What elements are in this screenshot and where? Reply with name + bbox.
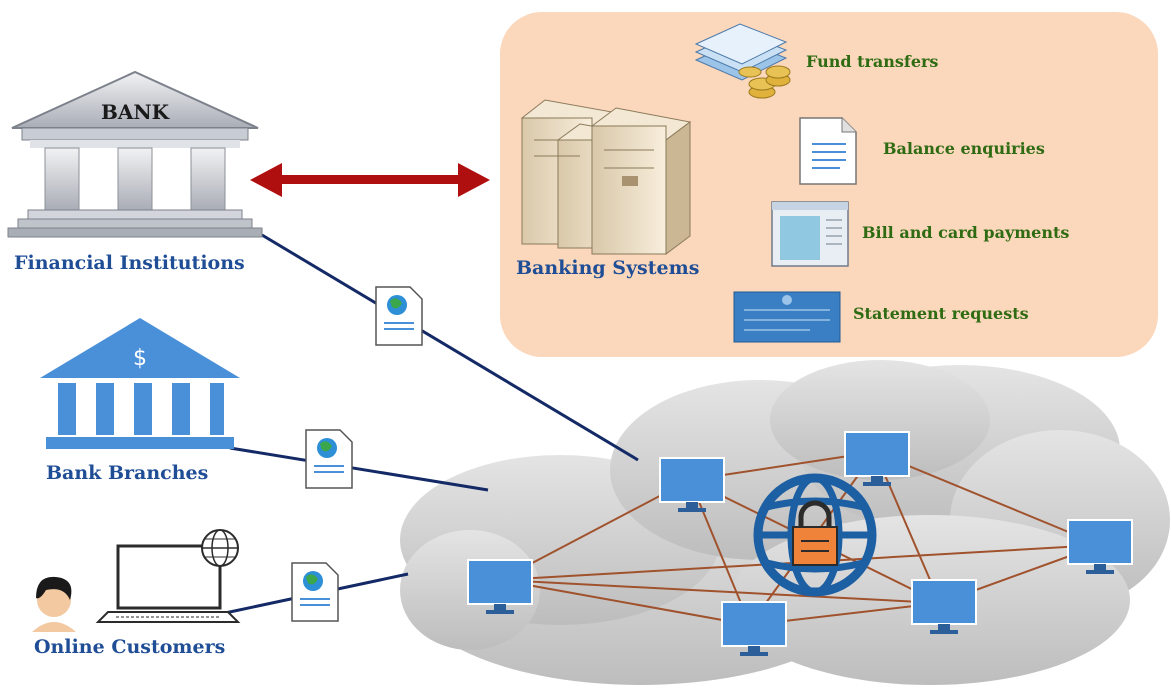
payment-window-icon bbox=[771, 201, 849, 267]
bidirectional-arrow bbox=[250, 163, 490, 197]
branches-link bbox=[229, 446, 489, 492]
banking-systems-label: Banking Systems bbox=[516, 257, 700, 279]
dollar-sign-text: $ bbox=[133, 346, 147, 371]
customer-computer-icon bbox=[32, 529, 241, 632]
monitor-icon bbox=[911, 579, 977, 634]
monitor-icon bbox=[721, 601, 787, 656]
bank-branch-icon: $ bbox=[40, 318, 240, 449]
online-customers-label: Online Customers bbox=[34, 636, 226, 658]
server-cluster-icon bbox=[520, 99, 692, 255]
secure-globe-icon bbox=[753, 473, 877, 597]
bank-sign-text: BANK bbox=[101, 100, 170, 124]
monitor-icon bbox=[1067, 519, 1133, 574]
document-icon bbox=[799, 117, 857, 185]
financial-link bbox=[261, 233, 639, 462]
bank-branches-label: Bank Branches bbox=[46, 462, 209, 484]
monitor-icon bbox=[659, 457, 725, 512]
web-document-icon bbox=[305, 429, 353, 489]
monitor-icon bbox=[467, 559, 533, 614]
fund-transfer-icon bbox=[694, 23, 791, 99]
globe-icon bbox=[201, 529, 239, 567]
financial-institutions-label: Financial Institutions bbox=[14, 252, 245, 274]
balance-enquiries-label: Balance enquiries bbox=[883, 139, 1045, 158]
web-document-icon bbox=[291, 562, 339, 622]
monitor-icon bbox=[844, 431, 910, 486]
web-document-icon bbox=[375, 286, 423, 346]
fund-transfers-label: Fund transfers bbox=[806, 52, 939, 71]
statement-icon bbox=[733, 291, 841, 343]
bank-building-icon: BANK bbox=[7, 70, 263, 238]
statement-requests-label: Statement requests bbox=[853, 304, 1029, 323]
person-icon bbox=[32, 576, 76, 632]
bill-card-payments-label: Bill and card payments bbox=[862, 223, 1070, 242]
